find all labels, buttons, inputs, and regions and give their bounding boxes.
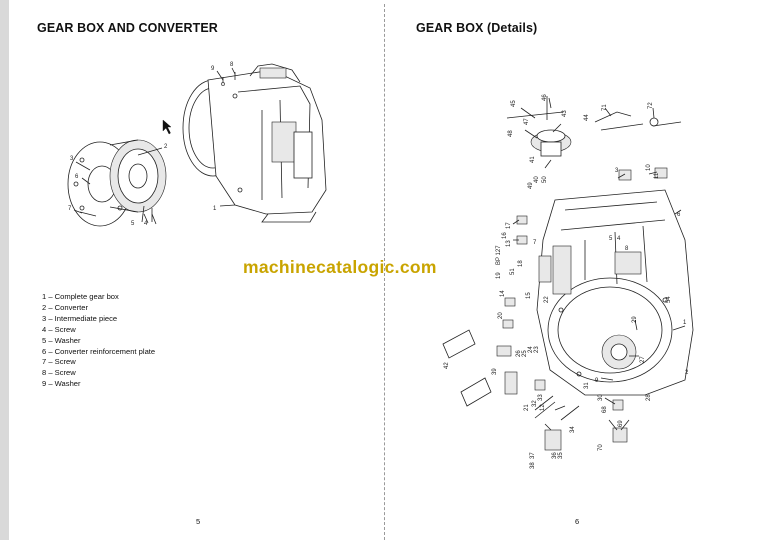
- callout-5: 5: [131, 221, 135, 227]
- legend-item: 8 – Screw: [42, 368, 76, 378]
- callout-2: 2: [685, 370, 689, 376]
- valve-assembly-drawing: [506, 96, 682, 157]
- callout-68: 68: [602, 406, 608, 413]
- cursor-arrow-icon: [162, 119, 172, 135]
- callout-45: 45: [511, 100, 517, 107]
- ref-label-bp127: BP 127: [496, 245, 502, 265]
- callout-7: 7: [533, 240, 537, 246]
- right-page: GEAR BOX (Details): [385, 0, 768, 540]
- callout-10: 10: [646, 164, 652, 171]
- legend-item: 2 – Converter: [42, 302, 89, 312]
- callout-9: 9: [595, 378, 599, 384]
- callout-50: 50: [542, 176, 548, 183]
- callout-6: 6: [75, 174, 79, 180]
- callout-3: 3: [70, 156, 74, 162]
- right-page-number: 6: [575, 517, 580, 526]
- watermark-text: machinecatalogic.com: [243, 257, 437, 277]
- callout-9: 9: [211, 66, 215, 72]
- callout-6: 6: [677, 212, 681, 218]
- gear-box-details-diagram: 45 47 43 46 48 71 72 44 41 40 50 3 10 11…: [442, 94, 694, 469]
- right-page-title: GEAR BOX (Details): [416, 21, 538, 35]
- callout-46: 46: [542, 94, 548, 101]
- callout-7: 7: [68, 206, 72, 212]
- callout-2: 2: [164, 144, 168, 150]
- callout-8: 8: [230, 62, 234, 68]
- callout-35: 35: [558, 452, 564, 459]
- callout-14: 14: [500, 290, 506, 297]
- callout-37: 37: [530, 452, 536, 459]
- callout-49: 49: [528, 182, 534, 189]
- page-edge: [0, 0, 9, 540]
- callout-34: 34: [570, 426, 576, 433]
- gearbox-converter-diagram: 9 8 2 3 6 1 7 5 4: [67, 62, 327, 227]
- callout-labels: 45 47 43 46 48 71 72 44 41 40 50 3 10 11…: [444, 94, 689, 469]
- callout-39: 39: [492, 368, 498, 375]
- callout-23: 23: [534, 346, 540, 353]
- converter-drawing: [109, 139, 167, 213]
- legend-item: 1 – Complete gear box: [42, 292, 119, 301]
- callout-21: 21: [524, 404, 530, 411]
- callout-15: 15: [526, 292, 532, 299]
- callout-1: 1: [213, 206, 217, 212]
- callout-31: 31: [584, 382, 590, 389]
- callout-38: 38: [530, 462, 536, 469]
- callout-71: 71: [602, 104, 608, 111]
- parts-legend: 1 – Complete gear box 2 – Converter 3 – …: [42, 292, 155, 390]
- callout-17: 17: [506, 222, 512, 229]
- callout-12: 12: [540, 404, 546, 411]
- callout-70: 70: [598, 444, 604, 451]
- legend-item: 5 – Washer: [42, 335, 81, 345]
- callout-51: 51: [510, 268, 516, 275]
- callout-18: 18: [518, 260, 524, 267]
- callout-25: 25: [522, 350, 528, 357]
- callout-5: 5: [609, 236, 613, 242]
- legend-item: 4 – Screw: [42, 324, 76, 334]
- callout-22: 22: [544, 296, 550, 303]
- small-parts-drawing: [442, 167, 668, 451]
- callout-47: 47: [524, 118, 530, 125]
- legend-item: 3 – Intermediate piece: [42, 313, 118, 323]
- callout-54: 54: [666, 296, 672, 303]
- callout-20: 20: [498, 312, 504, 319]
- callout-26: 26: [516, 350, 522, 357]
- legend-item: 9 – Washer: [42, 379, 81, 389]
- callout-33: 33: [538, 394, 544, 401]
- gear-box-drawing: [182, 63, 327, 223]
- left-page-number: 5: [196, 517, 201, 526]
- callout-11: 11: [654, 172, 660, 179]
- left-page: GEAR BOX AND CONVERTER: [10, 0, 384, 540]
- callout-69: 69: [618, 420, 624, 427]
- callout-19: 19: [496, 272, 502, 279]
- callout-48: 48: [508, 130, 514, 137]
- callout-30: 30: [598, 394, 604, 401]
- callout-29: 29: [632, 316, 638, 323]
- left-page-title: GEAR BOX AND CONVERTER: [37, 21, 218, 35]
- callout-32: 32: [532, 400, 538, 407]
- callout-27: 27: [640, 356, 646, 363]
- callout-1: 1: [683, 320, 687, 326]
- page-fold-divider: [384, 4, 385, 540]
- callout-43: 43: [562, 110, 568, 117]
- callout-8: 8: [625, 246, 629, 252]
- callout-24: 24: [528, 346, 534, 353]
- callout-28: 28: [646, 394, 652, 401]
- callout-13: 13: [506, 240, 512, 247]
- callout-41: 41: [530, 156, 536, 163]
- callout-42: 42: [444, 362, 450, 369]
- gearbox-housing-drawing: [536, 189, 694, 396]
- callout-72: 72: [648, 102, 654, 109]
- callout-16: 16: [502, 232, 508, 239]
- callout-40: 40: [534, 176, 540, 183]
- legend-item: 6 – Converter reinforcement plate: [42, 346, 156, 356]
- legend-item: 7 – Screw: [42, 357, 76, 367]
- callout-36: 36: [552, 452, 558, 459]
- callout-3: 3: [615, 168, 619, 174]
- callout-4: 4: [144, 221, 148, 227]
- callout-4: 4: [617, 236, 621, 242]
- callout-44: 44: [584, 114, 590, 121]
